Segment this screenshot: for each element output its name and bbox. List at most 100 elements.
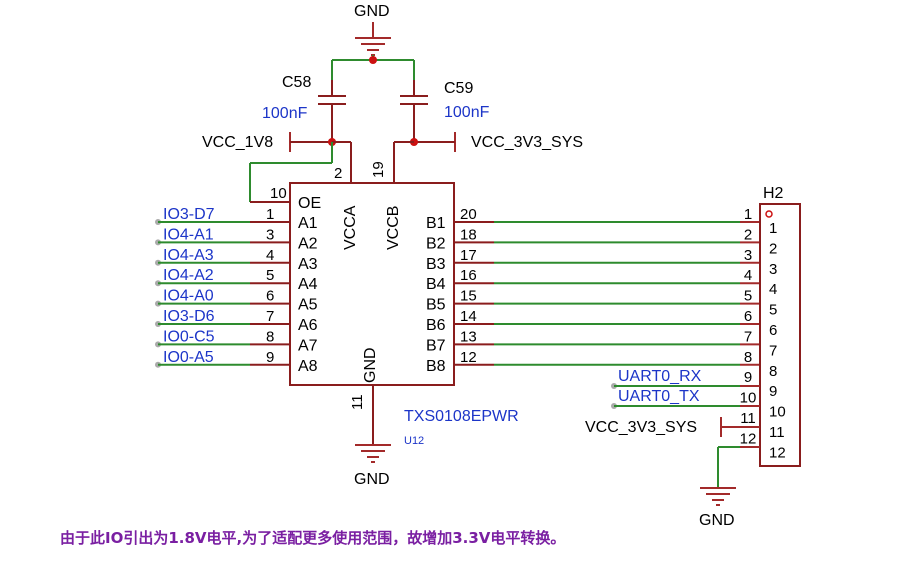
- pin-num-a: 6: [266, 288, 274, 305]
- pin-label-gnd: GND: [362, 347, 379, 383]
- pin-label-oe: OE: [298, 195, 321, 212]
- net-label-uart0-tx: UART0_TX: [618, 388, 700, 405]
- pin-num-a: 9: [266, 349, 274, 366]
- pin-num-gnd: 11: [349, 394, 366, 410]
- header-inner-pin-num: 12: [769, 444, 786, 461]
- pin-label-a: A7: [298, 337, 318, 354]
- pin-num-b: 12: [460, 349, 477, 366]
- pin-label-b: B5: [426, 297, 446, 314]
- net-label-a: IO4-A3: [163, 247, 214, 264]
- header-outer-pin-num: 9: [744, 369, 752, 386]
- ground-symbol-header: [700, 487, 736, 506]
- header-outer-pin-num: 10: [740, 390, 757, 407]
- pin-label-b: B2: [426, 235, 446, 252]
- header-outer-pin-num: 5: [744, 288, 752, 305]
- header-outer-pin-num: 11: [740, 410, 756, 427]
- ground-label-chip: GND: [354, 471, 390, 488]
- pin-num-b: 20: [460, 206, 477, 223]
- pin-num-oe: 10: [270, 185, 287, 202]
- header-outer-pin-num: 12: [740, 430, 757, 447]
- pin-num-vccb: 19: [370, 161, 387, 178]
- ground-symbol-chip: [355, 444, 391, 463]
- pin-num-a: 5: [266, 267, 274, 284]
- ground-label-top: GND: [354, 3, 390, 20]
- pin-label-b: B4: [426, 276, 446, 293]
- pin-num-a: 7: [266, 308, 274, 325]
- pin-num-b: 14: [460, 308, 477, 325]
- header-inner-pin-num: 3: [769, 261, 777, 278]
- pin-num-a: 8: [266, 328, 274, 345]
- pin-label-b: B6: [426, 317, 446, 334]
- pin-label-a: A4: [298, 276, 318, 293]
- header-inner-pin-num: 4: [769, 281, 777, 298]
- capacitor-c59: [400, 80, 428, 118]
- pin-num-a: 4: [266, 247, 274, 264]
- header-inner-pin-num: 1: [769, 220, 777, 237]
- pin-num-b: 13: [460, 328, 477, 345]
- pin-label-a: A1: [298, 215, 318, 232]
- power-net-vcc-3v3-header: VCC_3V3_SYS: [585, 419, 697, 436]
- power-net-vcc-3v3-top: VCC_3V3_SYS: [471, 134, 583, 151]
- header-inner-pin-num: 6: [769, 322, 777, 339]
- pin-label-a: A2: [298, 235, 318, 252]
- ground-label-header: GND: [699, 512, 735, 529]
- pin-label-vcca: VCCA: [342, 205, 359, 250]
- header-inner-pin-num: 7: [769, 342, 777, 359]
- pin-num-b: 15: [460, 288, 477, 305]
- header-inner-pin-num: 10: [769, 404, 786, 421]
- pin-label-a: A3: [298, 256, 318, 273]
- header-outer-pin-num: 2: [744, 226, 752, 243]
- net-label-a: IO3-D7: [163, 206, 215, 223]
- pin-label-b: B8: [426, 358, 446, 375]
- pin-label-b: B1: [426, 215, 446, 232]
- header-outer-pin-num: 4: [744, 267, 752, 284]
- pin-num-b: 17: [460, 247, 477, 264]
- power-net-vcc-1v8: VCC_1V8: [202, 134, 273, 151]
- cap-c59-ref: C59: [444, 80, 473, 97]
- capacitor-c58: [318, 80, 346, 118]
- pin-num-a: 1: [266, 206, 274, 223]
- net-label-uart0-rx: UART0_RX: [618, 368, 702, 385]
- pin-label-a: A6: [298, 317, 318, 334]
- header-outer-pin-num: 1: [744, 206, 752, 223]
- header-ref: H2: [763, 185, 784, 202]
- header-inner-pin-num: 2: [769, 240, 777, 257]
- header-h2-body: [759, 203, 801, 467]
- ground-symbol-top: [355, 22, 391, 56]
- net-label-a: IO4-A1: [163, 226, 214, 243]
- net-label-a: IO0-A5: [163, 349, 214, 366]
- ic-designator: U12: [404, 435, 424, 447]
- pin-num-b: 16: [460, 267, 477, 284]
- header-inner-pin-num: 8: [769, 363, 777, 380]
- cap-c59-value: 100nF: [444, 104, 490, 121]
- header-inner-pin-num: 9: [769, 383, 777, 400]
- pin-num-b: 18: [460, 226, 477, 243]
- pin1-marker: [765, 210, 773, 218]
- pin-label-a: A8: [298, 358, 318, 375]
- junction-dot: [369, 56, 377, 64]
- ic-part-number: TXS0108EPWR: [404, 408, 519, 425]
- pin-label-vccb: VCCB: [385, 206, 402, 250]
- net-label-a: IO3-D6: [163, 308, 215, 325]
- cap-c58-ref: C58: [282, 74, 311, 91]
- pin-label-b: B7: [426, 337, 446, 354]
- pin-num-vcca: 2: [334, 165, 342, 182]
- pin-label-a: A5: [298, 297, 318, 314]
- header-inner-pin-num: 11: [769, 424, 785, 441]
- header-outer-pin-num: 6: [744, 308, 752, 325]
- design-note: 由于此IO引出为1.8V电平,为了适配更多使用范围，故增加3.3V电平转换。: [60, 529, 566, 547]
- pin-label-b: B3: [426, 256, 446, 273]
- net-label-a: IO4-A0: [163, 288, 214, 305]
- pin-num-a: 3: [266, 226, 274, 243]
- cap-c58-value: 100nF: [262, 105, 308, 122]
- header-outer-pin-num: 8: [744, 349, 752, 366]
- header-outer-pin-num: 7: [744, 328, 752, 345]
- net-label-a: IO0-C5: [163, 328, 215, 345]
- net-label-a: IO4-A2: [163, 267, 214, 284]
- header-inner-pin-num: 5: [769, 302, 777, 319]
- header-outer-pin-num: 3: [744, 247, 752, 264]
